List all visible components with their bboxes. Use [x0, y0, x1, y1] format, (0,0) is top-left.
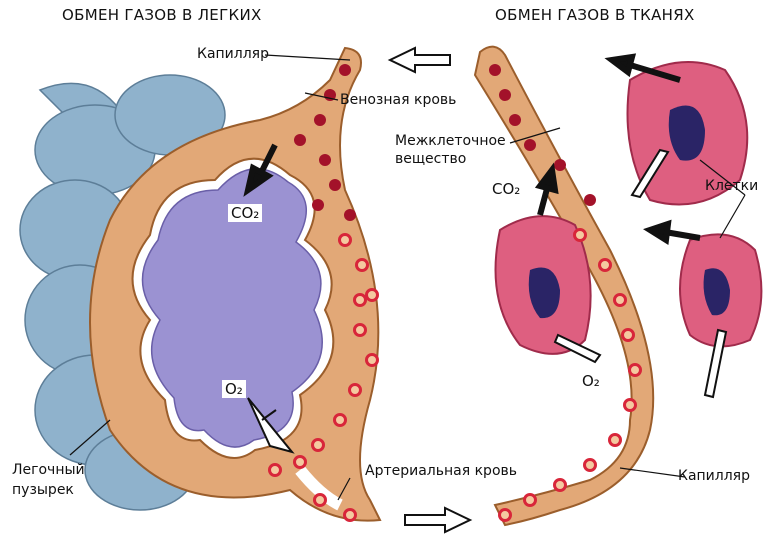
- arterial-blood-cell: [621, 328, 635, 342]
- label-capillary-top: Капилляр: [197, 46, 269, 62]
- venous-blood-cell: [312, 199, 324, 211]
- lung-capillary: [89, 46, 382, 522]
- label-capillary-bottom: Капилляр: [678, 468, 750, 484]
- venous-blood-cell: [339, 64, 351, 76]
- label-intercellular-2: вещество: [395, 151, 467, 167]
- arterial-blood-cell: [313, 493, 327, 507]
- arterial-blood-cell: [311, 438, 325, 452]
- arterial-blood-cell: [608, 433, 622, 447]
- gas-co2-lung: CO₂: [228, 204, 263, 222]
- title-lungs: ОБМЕН ГАЗОВ В ЛЕГКИХ: [62, 6, 262, 24]
- venous-blood-cell: [489, 64, 501, 76]
- o2-arrow-lung-icon: [247, 397, 295, 454]
- arterial-blood-cell: [365, 353, 379, 367]
- label-intercellular-1: Межклеточное: [395, 133, 506, 149]
- arterial-blood-cell: [353, 323, 367, 337]
- o2-arrow-tissue3-icon: [703, 328, 728, 399]
- o2-arrow-tissue2-icon: [553, 333, 602, 364]
- venous-blood-cell: [509, 114, 521, 126]
- blood-cells: [268, 64, 642, 522]
- flow-arrow-right-icon: [404, 506, 473, 534]
- arterial-blood-cell: [333, 413, 347, 427]
- label-alveolus-1: Легочный: [12, 462, 85, 478]
- venous-blood-cell: [314, 114, 326, 126]
- gas-co2-tissue: CO₂: [492, 180, 521, 198]
- arterial-blood-cell: [355, 258, 369, 272]
- venous-blood-cell: [344, 209, 356, 221]
- arterial-blood-cell: [348, 383, 362, 397]
- venous-blood-cell: [499, 89, 511, 101]
- venous-blood-cell: [329, 179, 341, 191]
- arterial-blood-cell: [623, 398, 637, 412]
- arterial-blood-cell: [598, 258, 612, 272]
- label-arterial-blood: Артериальная кровь: [365, 463, 518, 479]
- flow-arrows: [247, 46, 728, 534]
- arterial-blood-cell: [365, 288, 379, 302]
- arterial-blood-cell: [353, 293, 367, 307]
- tissue-cells: [494, 61, 763, 355]
- label-cells: Клетки: [705, 178, 759, 194]
- o2-arrow-tissue1-icon: [630, 148, 670, 199]
- label-alveolus-2: пузырек: [12, 482, 74, 498]
- arterial-blood-cell: [583, 458, 597, 472]
- co2-arrows: [243, 53, 701, 246]
- venous-blood-cell: [319, 154, 331, 166]
- arterial-blood-cell: [338, 233, 352, 247]
- gas-o2-tissue: O₂: [582, 372, 600, 390]
- venous-blood-cell: [584, 194, 596, 206]
- label-venous-blood: Венозная кровь: [340, 92, 457, 108]
- arterial-blood-cell: [268, 463, 282, 477]
- arterial-blood-cell: [553, 478, 567, 492]
- arterial-blood-cell: [293, 455, 307, 469]
- flow-arrow-left-icon: [387, 46, 451, 74]
- cell-left: [494, 215, 592, 355]
- title-tissues: ОБМЕН ГАЗОВ В ТКАНЯХ: [495, 6, 695, 24]
- arterial-blood-cell: [523, 493, 537, 507]
- gas-o2-lung: O₂: [222, 380, 246, 398]
- arterial-blood-cell: [498, 508, 512, 522]
- arterial-blood-cell: [628, 363, 642, 377]
- leader-lines: [69, 54, 746, 501]
- arterial-blood-cell: [573, 228, 587, 242]
- cell-right: [679, 233, 763, 348]
- venous-blood-cell: [554, 159, 566, 171]
- arterial-blood-cell: [343, 508, 357, 522]
- tissue-capillary: [473, 45, 655, 527]
- venous-blood-cell: [524, 139, 536, 151]
- arterial-blood-cell: [613, 293, 627, 307]
- venous-blood-cell: [294, 134, 306, 146]
